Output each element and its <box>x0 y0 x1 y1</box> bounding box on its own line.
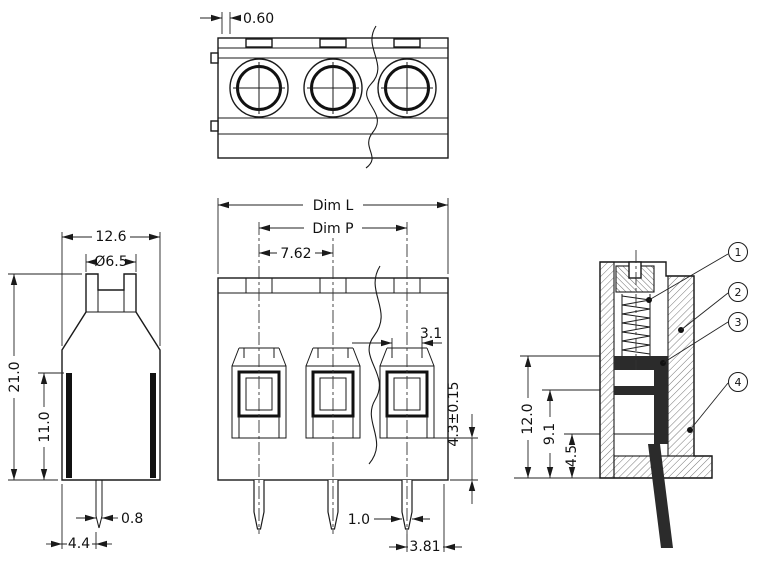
housing-right-wall <box>667 275 695 457</box>
latch-tab <box>245 38 273 48</box>
break-line <box>368 265 382 465</box>
dim-pitch-text: 7.62 <box>280 246 311 262</box>
dim-overall-width: 12.6 <box>61 229 161 346</box>
dim-pin-width-front-text: 1.0 <box>348 512 370 528</box>
dim-pin-offset: 4.4 <box>46 484 112 552</box>
callout-3-num: 3 <box>735 316 742 329</box>
screw-slot <box>628 261 642 279</box>
dim-tab-thickness-text: 0.60 <box>243 11 274 27</box>
callout-4: 4 <box>687 372 748 433</box>
dim-overall-width-text: 12.6 <box>95 229 126 245</box>
break-line <box>365 25 379 169</box>
callout-3: 3 <box>660 312 748 366</box>
contact-strip <box>66 373 72 478</box>
side-lug <box>210 52 219 64</box>
dim-pitch: 7.62 <box>259 246 333 262</box>
dim-pin-width-side-text: 0.8 <box>121 511 143 527</box>
dim-body-height: 11.0 <box>37 372 64 480</box>
section-view: 1 2 3 4 12.0 <box>514 242 748 548</box>
dim-length-text: Dim L <box>313 198 354 214</box>
side-view: 12.6 Ø6.5 21.0 11. <box>6 229 161 552</box>
dim-pitch-label: Dim P <box>259 221 407 237</box>
solder-pin-side <box>95 480 103 529</box>
dim-section-h-total-text: 12.0 <box>520 403 536 434</box>
dim-total-height: 21.0 <box>6 273 82 481</box>
dim-section-h-mid: 9.1 <box>542 389 600 478</box>
dim-section-h-low-text: 4.5 <box>564 445 580 467</box>
dim-pin-spacing: 3.81 <box>389 484 462 555</box>
wire-clamp <box>614 356 668 444</box>
screw-head-2 <box>303 58 363 118</box>
dim-section-h-mid-text: 9.1 <box>542 423 558 445</box>
callout-1-num: 1 <box>735 246 742 259</box>
dim-length: Dim L <box>217 198 449 274</box>
callout-2-num: 2 <box>735 286 742 299</box>
dim-section-h-low: 4.5 <box>564 433 600 478</box>
top-tab-marks <box>245 278 421 293</box>
dim-section-h-total: 12.0 <box>514 355 600 479</box>
callout-1: 1 <box>646 242 748 303</box>
side-profile <box>61 273 161 481</box>
dim-hole-diameter: Ø6.5 <box>85 254 137 272</box>
latch-tab <box>319 38 347 48</box>
clamp-plate <box>614 386 668 395</box>
screw-head-3 <box>377 58 437 118</box>
callout-2: 2 <box>678 282 748 333</box>
dim-tab-thickness: 0.60 <box>200 11 274 34</box>
callout-4-num: 4 <box>735 376 742 389</box>
dim-opening-text: 3.1 <box>420 326 442 342</box>
contact-strip <box>150 373 156 478</box>
dim-pin-length-text: 4.3±0.15 <box>446 381 462 446</box>
side-lug <box>210 120 219 132</box>
dim-pin-length: 4.3±0.15 <box>434 381 478 504</box>
dim-pitch-label-text: Dim P <box>312 221 353 237</box>
screw-head-1 <box>229 58 289 118</box>
dim-hole-diameter-text: Ø6.5 <box>94 254 127 270</box>
dim-total-height-text: 21.0 <box>7 361 23 392</box>
dim-pin-width-side: 0.8 <box>76 511 143 527</box>
solder-pin-section <box>648 444 673 548</box>
housing-left-wall <box>599 261 615 479</box>
latch-tab <box>393 38 421 48</box>
dim-pin-spacing-text: 3.81 <box>409 539 440 555</box>
front-view: Dim L Dim P 7.62 3.1 <box>217 198 478 555</box>
dim-pin-offset-text: 4.4 <box>68 536 90 552</box>
dim-body-height-text: 11.0 <box>37 411 53 442</box>
dim-opening: 3.1 <box>352 326 442 356</box>
top-view: 0.60 <box>200 11 449 169</box>
dim-pin-width-front: 1.0 <box>348 512 430 528</box>
